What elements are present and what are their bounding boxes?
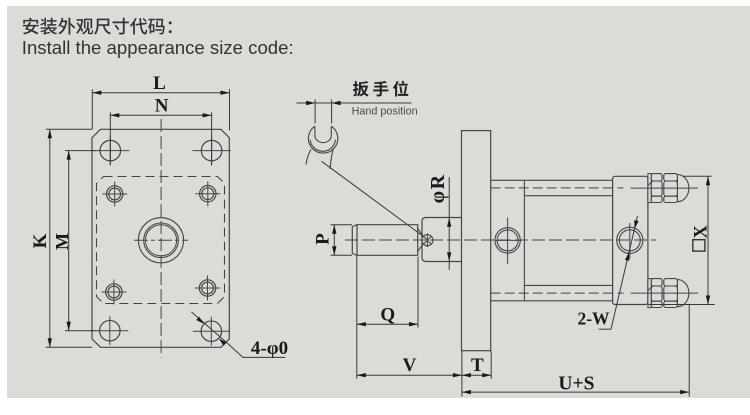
svg-text:4-φ0: 4-φ0 <box>251 338 288 359</box>
svg-text:X: X <box>692 224 712 238</box>
svg-text:N: N <box>155 96 169 117</box>
svg-text:L: L <box>153 73 166 94</box>
svg-text:P: P <box>313 233 334 245</box>
svg-text:K: K <box>30 233 51 248</box>
svg-text:Q: Q <box>380 304 395 325</box>
svg-text:φR: φR <box>427 173 449 203</box>
svg-text:T: T <box>471 355 484 376</box>
svg-text:Hand position: Hand position <box>352 106 418 118</box>
svg-text:Install the appearance size co: Install the appearance size code: <box>22 37 294 58</box>
svg-text:V: V <box>403 355 417 376</box>
svg-text:U+S: U+S <box>558 374 594 395</box>
svg-text:M: M <box>52 233 72 250</box>
svg-text:2-W: 2-W <box>577 309 610 329</box>
